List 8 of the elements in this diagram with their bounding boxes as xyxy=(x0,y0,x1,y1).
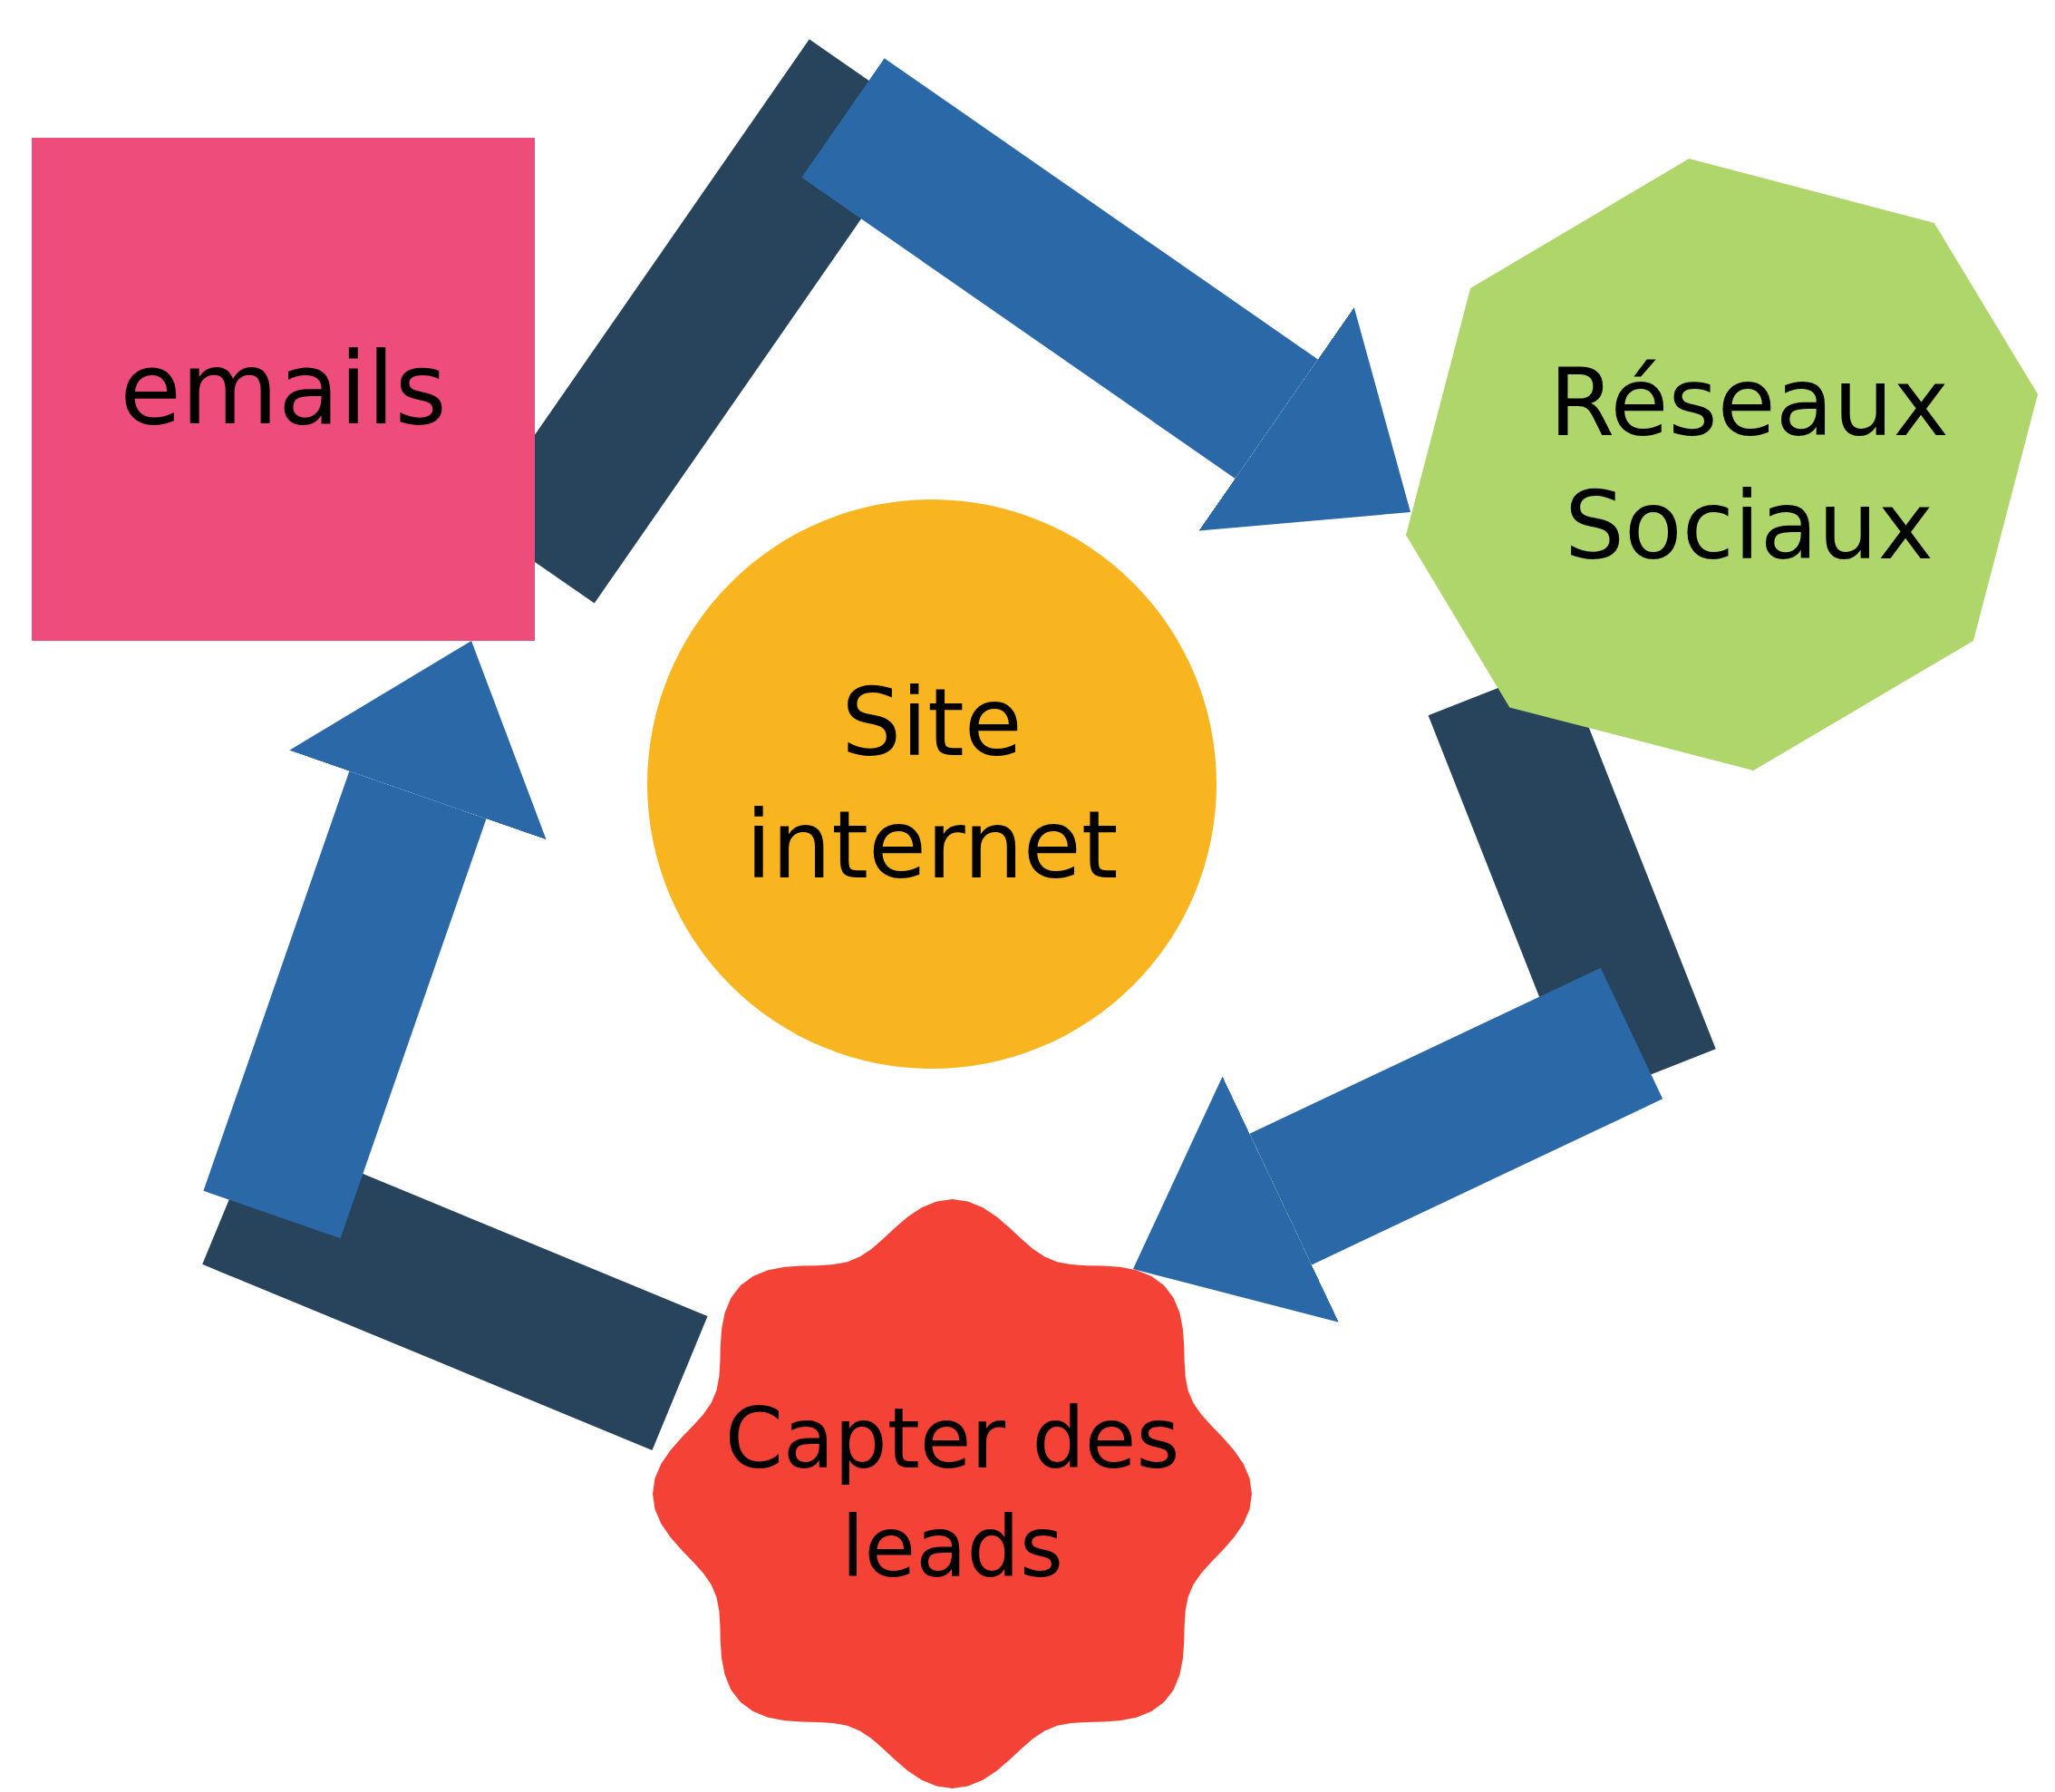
node-label: emails xyxy=(120,330,447,449)
badge-node xyxy=(653,1199,1252,1788)
node-label: Site internet xyxy=(744,665,1120,902)
octagon-node xyxy=(1406,159,2038,770)
square-node xyxy=(32,138,535,641)
bent-arrow xyxy=(202,641,708,1450)
node-label: Capter des leads xyxy=(723,1390,1181,1598)
node-label: Réseaux Sociaux xyxy=(1548,346,1950,583)
